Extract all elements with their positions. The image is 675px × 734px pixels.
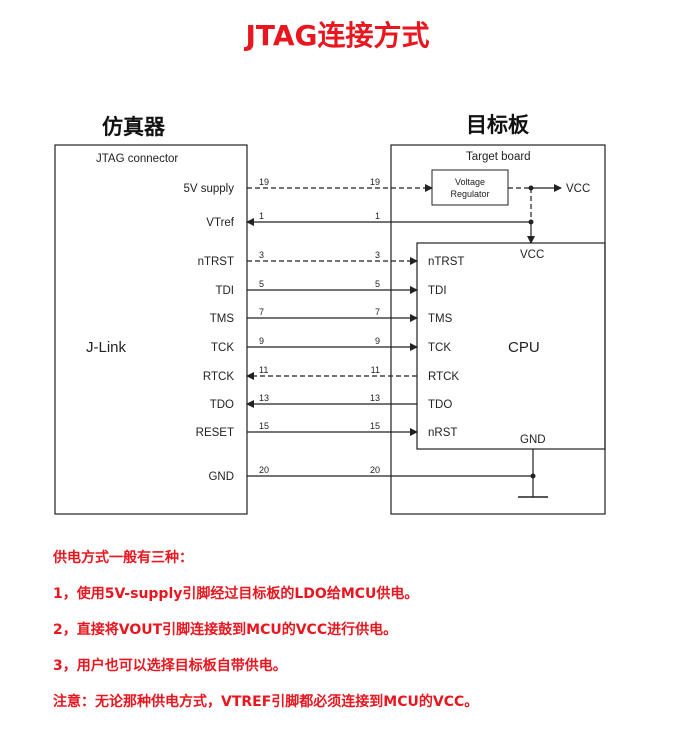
cpu-pin-ntrst: nTRST <box>428 256 464 268</box>
signal-label-reset: RESET <box>196 427 234 439</box>
power-notes: 供电方式一般有三种： 1，使用5V-supply引脚经过目标板的LDO给MCU供… <box>53 548 663 728</box>
pin-right-tms: 7 <box>375 307 380 317</box>
signal-label-tms: TMS <box>210 313 235 325</box>
pin-right-ntrst: 3 <box>375 250 380 260</box>
regulator-label-line2: Regulator <box>450 189 489 199</box>
pin-left-tck: 9 <box>259 336 264 346</box>
pin-right-vtref: 1 <box>375 211 380 221</box>
jtag-connector-label: JTAG connector <box>96 153 178 165</box>
signal-label-vtref: VTref <box>206 217 234 229</box>
pin-right-tdo: 13 <box>370 393 380 403</box>
signal-label-ntrst: nTRST <box>198 256 234 268</box>
signal-label-5v-supply: 5V supply <box>183 183 234 195</box>
cpu-pin-tdi: TDI <box>428 285 447 297</box>
pin-left-tdi: 5 <box>259 279 264 289</box>
signal-label-tdi: TDI <box>215 285 234 297</box>
pin-right-tdi: 5 <box>375 279 380 289</box>
cpu-pin-tdo: TDO <box>428 399 452 411</box>
gnd-junction-dot <box>530 473 536 479</box>
voltage-regulator-box <box>431 169 509 206</box>
pin-right-rtck: 11 <box>371 365 380 375</box>
vcc-output-label: VCC <box>566 183 590 195</box>
signal-label-gnd: GND <box>208 471 234 483</box>
cpu-pin-tms: TMS <box>428 313 453 325</box>
jtag-wiring-diagram: JTAG connector J-Link Target board Volta… <box>54 144 606 515</box>
pin-left-gnd: 20 <box>259 465 269 475</box>
note-line: 1，使用5V-supply引脚经过目标板的LDO给MCU供电。 <box>53 586 419 602</box>
target-board-heading: 目标板 <box>466 113 529 137</box>
pin-left-tms: 7 <box>259 307 264 317</box>
cpu-pin-reset: nRST <box>428 427 457 439</box>
emulator-heading: 仿真器 <box>102 115 165 139</box>
signal-label-tck: TCK <box>211 342 234 354</box>
note-line: 供电方式一般有三种： <box>53 550 193 566</box>
cpu-gnd-label: GND <box>520 434 546 446</box>
note-line: 注意：无论那种供电方式，VTREF引脚都必须连接到MCU的VCC。 <box>53 694 479 710</box>
vtref-junction-dot <box>528 219 534 225</box>
cpu-label: CPU <box>508 339 540 356</box>
note-line: 3，用户也可以选择目标板自带供电。 <box>53 658 287 674</box>
emulator-box <box>54 144 248 515</box>
cpu-pin-rtck: RTCK <box>428 371 459 383</box>
signal-label-rtck: RTCK <box>203 371 234 383</box>
cpu-pin-tck: TCK <box>428 342 451 354</box>
regulator-label-line1: Voltage <box>455 177 485 187</box>
target-board-label: Target board <box>466 151 531 163</box>
pin-right-5v-supply: 19 <box>370 177 380 187</box>
pin-right-reset: 15 <box>370 421 380 431</box>
page-title: JTAG连接方式 <box>245 19 430 52</box>
note-line: 2，直接将VOUT引脚连接鼓到MCU的VCC进行供电。 <box>53 622 398 638</box>
pin-right-tck: 9 <box>375 336 380 346</box>
pin-left-tdo: 13 <box>259 393 269 403</box>
jlink-label: J-Link <box>86 339 127 356</box>
pin-left-vtref: 1 <box>259 211 264 221</box>
target-board-box <box>390 144 606 515</box>
pin-right-gnd: 20 <box>370 465 380 475</box>
pin-left-ntrst: 3 <box>259 250 264 260</box>
cpu-vcc-label: VCC <box>520 249 544 261</box>
pin-left-reset: 15 <box>259 421 269 431</box>
pin-left-rtck: 11 <box>259 365 268 375</box>
pin-left-5v-supply: 19 <box>259 177 269 187</box>
signal-label-tdo: TDO <box>210 399 234 411</box>
